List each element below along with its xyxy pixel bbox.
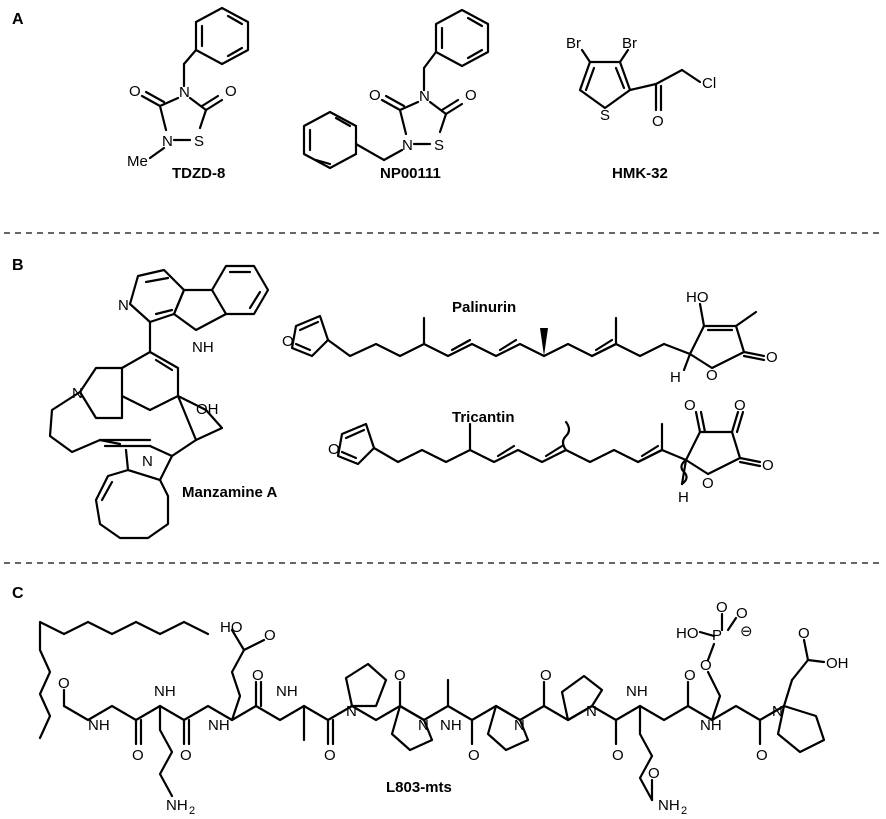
atom-label: HO	[220, 619, 243, 636]
atom-label: O	[612, 747, 624, 764]
atom-label: H	[670, 369, 681, 386]
atom-label: O	[282, 333, 294, 350]
compound-name-tdzd8: TDZD-8	[172, 165, 225, 182]
compound-name-palinurin: Palinurin	[452, 299, 516, 316]
atom-label: NH	[154, 683, 176, 700]
atom-label: O	[58, 675, 70, 692]
atom-label: O	[798, 625, 810, 642]
atom-label: S	[194, 133, 204, 150]
atom-label: O	[369, 87, 381, 104]
atom-label: O	[540, 667, 552, 684]
atom-label: O	[264, 627, 276, 644]
atom-label: NH	[276, 683, 298, 700]
atom-label: NH	[88, 717, 110, 734]
atom-label: O	[684, 667, 696, 684]
atom-label: N	[514, 717, 525, 734]
atom-label: OH	[826, 655, 849, 672]
compound-name-l803-mts: L803-mts	[386, 779, 452, 796]
atom-label: N	[586, 703, 597, 720]
atom-label: NH	[166, 797, 188, 814]
compound-name-tricantin: Tricantin	[452, 409, 515, 426]
atom-label: O	[132, 747, 144, 764]
atom-label: Cl	[702, 75, 716, 92]
atom-label: HO	[686, 289, 709, 306]
atom-label: O	[734, 397, 746, 414]
structure-manzamine-a	[48, 264, 270, 540]
atom-label: NH	[626, 683, 648, 700]
atom-label: Br	[566, 35, 581, 52]
panel-label-c: C	[12, 585, 24, 602]
atom-label: S	[434, 137, 444, 154]
atom-label: O	[328, 441, 340, 458]
atom-label: OH	[196, 401, 219, 418]
atom-label: O	[252, 667, 264, 684]
atom-label: O	[756, 747, 768, 764]
structure-hmk32	[578, 48, 702, 112]
atom-label: Me	[127, 153, 148, 170]
atom-label: O	[129, 83, 141, 100]
atom-label: O	[648, 765, 660, 782]
atom-subscript: 2	[681, 805, 687, 817]
atom-label: NH	[700, 717, 722, 734]
atom-label: N	[72, 385, 83, 402]
amide-label-gln: NH 2	[658, 797, 687, 817]
atom-label: O	[702, 475, 714, 492]
compound-name-np00111: NP00111	[380, 165, 441, 182]
atom-label: NH	[192, 339, 214, 356]
atom-label: N	[418, 717, 429, 734]
atom-label: O	[766, 349, 778, 366]
atom-label: O	[465, 87, 477, 104]
atom-label: O	[652, 113, 664, 130]
atom-label: O	[468, 747, 480, 764]
atom-label: P	[712, 627, 722, 644]
atom-label: O	[394, 667, 406, 684]
panel-label-a: A	[12, 11, 24, 28]
compound-name-manzamine-a: Manzamine A	[182, 484, 277, 501]
atom-label: N	[419, 88, 430, 105]
atom-label: O	[706, 367, 718, 384]
structure-palinurin	[290, 302, 766, 372]
atom-label: HO	[676, 625, 699, 642]
atom-label: O	[324, 747, 336, 764]
atom-label: S	[600, 107, 610, 124]
atom-label: N	[402, 137, 413, 154]
atom-label: O	[762, 457, 774, 474]
atom-label: O	[225, 83, 237, 100]
atom-label: O	[716, 599, 728, 616]
atom-label: NH	[208, 717, 230, 734]
atom-label: N	[179, 84, 190, 101]
atom-label: O	[736, 605, 748, 622]
atom-label: ⊖	[740, 623, 753, 640]
atom-label: Br	[622, 35, 637, 52]
atom-label: N	[346, 703, 357, 720]
compound-name-hmk32: HMK-32	[612, 165, 668, 182]
structure-tricantin	[336, 410, 762, 486]
atom-label: O	[180, 747, 192, 764]
amine-label-lys: NH 2	[166, 797, 195, 817]
structure-tdzd8	[140, 6, 250, 160]
atom-label: N	[142, 453, 153, 470]
panel-label-b: B	[12, 257, 24, 274]
atom-label: N	[118, 297, 129, 314]
structure-np00111	[302, 8, 490, 170]
atom-label: NH	[440, 717, 462, 734]
atom-label: N	[772, 703, 783, 720]
atom-label: H	[678, 489, 689, 506]
atom-subscript: 2	[189, 805, 195, 817]
atom-label: N	[162, 133, 173, 150]
atom-label: O	[684, 397, 696, 414]
structure-l803-mts	[38, 612, 826, 802]
atom-label: O	[700, 657, 712, 674]
atom-label: NH	[658, 797, 680, 814]
